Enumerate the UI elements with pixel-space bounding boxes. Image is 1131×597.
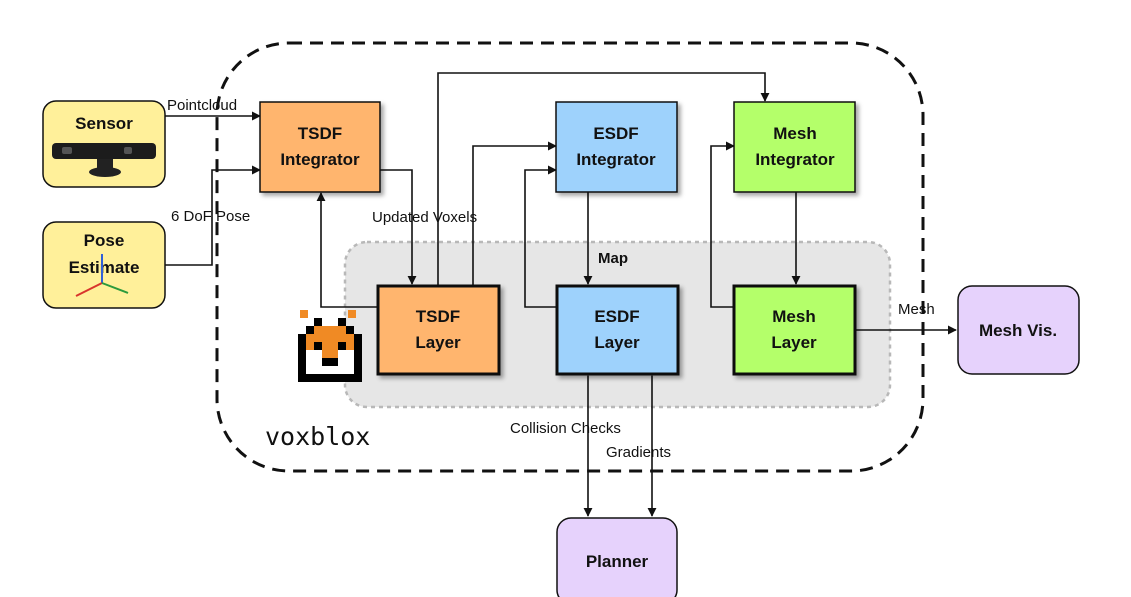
edge-tsdf-integrator-to-layer bbox=[380, 169, 417, 285]
svg-text:Mesh Vis.: Mesh Vis. bbox=[979, 321, 1057, 340]
pose-label: 6 DoF Pose bbox=[171, 208, 250, 225]
esdf-integrator-block: ESDF Integrator bbox=[555, 101, 678, 193]
svg-text:TSDF: TSDF bbox=[298, 124, 342, 143]
voxblox-logo: voxblox bbox=[265, 310, 370, 451]
sensor-label: Sensor bbox=[75, 114, 133, 133]
tsdf-integrator-block: TSDF Integrator bbox=[259, 101, 381, 193]
fox-icon bbox=[298, 310, 362, 382]
coordinate-axes-icon bbox=[75, 254, 129, 297]
edge-tsdf-layer-to-mesh-integrator bbox=[437, 72, 770, 286]
pose-line2: Estimate bbox=[69, 258, 140, 277]
gradients-label: Gradients bbox=[606, 444, 671, 461]
edge-tsdf-layer-to-integrator bbox=[316, 192, 378, 308]
svg-text:Mesh: Mesh bbox=[772, 307, 815, 326]
svg-text:Integrator: Integrator bbox=[576, 150, 656, 169]
sensor-block: Sensor bbox=[42, 100, 166, 188]
svg-text:Planner: Planner bbox=[586, 552, 649, 571]
svg-text:Integrator: Integrator bbox=[280, 150, 360, 169]
svg-text:TSDF: TSDF bbox=[416, 307, 460, 326]
svg-text:Layer: Layer bbox=[771, 333, 817, 352]
voxblox-logo-text: voxblox bbox=[265, 422, 370, 451]
edge-esdf-layer-to-integrator bbox=[524, 165, 557, 308]
pointcloud-label: Pointcloud bbox=[167, 97, 237, 114]
mesh-vis-block: Mesh Vis. bbox=[957, 285, 1080, 375]
kinect-sensor-icon bbox=[52, 143, 156, 177]
pose-line1: Pose bbox=[84, 231, 125, 250]
svg-text:Integrator: Integrator bbox=[755, 150, 835, 169]
map-label: Map bbox=[598, 250, 628, 267]
svg-text:ESDF: ESDF bbox=[594, 307, 639, 326]
svg-text:ESDF: ESDF bbox=[593, 124, 638, 143]
svg-text:Layer: Layer bbox=[594, 333, 640, 352]
svg-text:Layer: Layer bbox=[415, 333, 461, 352]
collision-checks-label: Collision Checks bbox=[510, 420, 621, 437]
system-boundary bbox=[215, 41, 925, 473]
pose-estimate-block: Pose Estimate bbox=[42, 221, 166, 309]
esdf-layer-block: ESDF Layer bbox=[555, 284, 680, 376]
mesh-integrator-block: Mesh Integrator bbox=[733, 101, 856, 193]
svg-text:Mesh: Mesh bbox=[773, 124, 816, 143]
mesh-layer-block: Mesh Layer bbox=[732, 284, 857, 376]
tsdf-layer-block: TSDF Layer bbox=[376, 284, 501, 376]
edges bbox=[165, 72, 957, 517]
mesh-edge-label: Mesh bbox=[898, 301, 935, 318]
edge-mesh-layer-to-integrator bbox=[710, 141, 735, 308]
edge-pose bbox=[165, 165, 261, 266]
updated-voxels-label: Updated Voxels bbox=[372, 209, 477, 226]
planner-block: Planner bbox=[556, 517, 678, 597]
edge-tsdf-layer-to-esdf-integrator bbox=[472, 141, 557, 286]
